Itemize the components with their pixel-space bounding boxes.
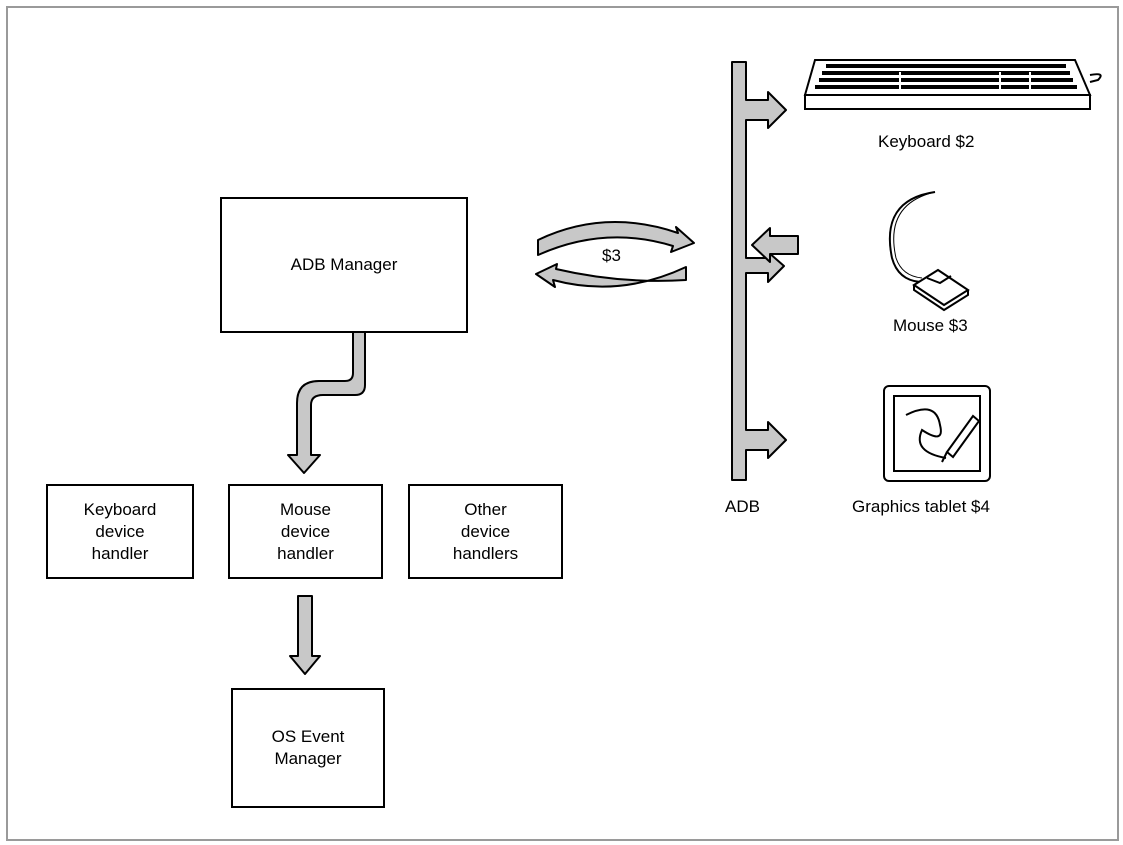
- manager-to-mouse-handler-arrow: [287, 329, 366, 474]
- os-event-manager-box: OS Event Manager: [231, 688, 385, 808]
- keyboard-label: Keyboard $2: [878, 132, 975, 151]
- keyboard-icon: [803, 59, 1102, 110]
- keyboard-device-handler-box: Keyboard device handler: [46, 484, 194, 579]
- response-arrow-from-bus: [535, 263, 687, 288]
- other-device-handlers-box: Other device handlers: [408, 484, 563, 579]
- mouse-icon: [888, 191, 970, 312]
- adb-manager-box: ADB Manager: [220, 197, 468, 333]
- mouse-device-handler-box: Mouse device handler: [228, 484, 383, 579]
- command-arrow-to-bus: [537, 221, 695, 256]
- graphics-tablet-icon: [883, 385, 991, 482]
- adb-bus-label: ADB: [725, 497, 760, 516]
- device-address-label: $3: [602, 246, 621, 265]
- mouse-handler-to-event-manager-arrow: [289, 595, 321, 675]
- mouse-label: Mouse $3: [893, 316, 968, 335]
- graphics-tablet-label: Graphics tablet $4: [852, 497, 990, 516]
- mouse-input-arrow: [751, 227, 799, 263]
- adb-bus: [731, 61, 787, 481]
- figure-frame: [6, 6, 1119, 841]
